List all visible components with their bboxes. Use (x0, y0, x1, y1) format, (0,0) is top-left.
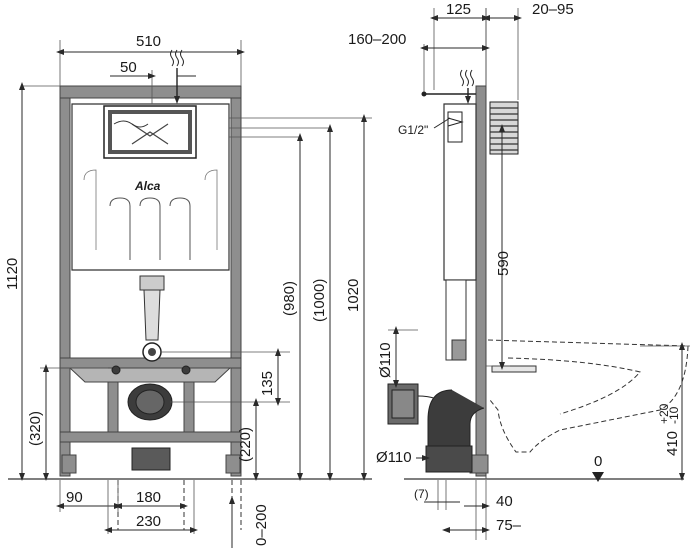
dim-980-label: (980) (281, 281, 298, 316)
side-flush-collar (451, 339, 467, 361)
dim-20-95-label: 20–95 (532, 1, 574, 18)
tank-ribs (109, 197, 191, 260)
drain-elbow-inner (135, 389, 165, 415)
frame-bracket (68, 367, 232, 383)
dim-0-200-label: 0–200 (253, 504, 270, 546)
dim-220-label: (220) (237, 427, 254, 462)
dim-135-label: 135 (259, 371, 276, 396)
side-frame-column (475, 85, 487, 477)
dim-90-label: 90 (66, 489, 83, 506)
flush-pipe-collar (139, 275, 165, 291)
frame-right-leg (230, 85, 242, 477)
tank-side-ribs (83, 169, 218, 250)
frame-left-foot (61, 454, 77, 474)
dim-75-label: 75– (496, 517, 522, 534)
dim-410-tol-plus: +20 (657, 403, 671, 424)
frame-strut-left (107, 381, 119, 433)
dim-230-label: 230 (136, 513, 161, 530)
wall-grille (489, 101, 519, 155)
dim-40-label: 40 (496, 493, 513, 510)
zero-level-label: 0 (594, 453, 602, 470)
dim-180-label: 180 (136, 489, 161, 506)
dim-1000-label: (1000) (311, 279, 328, 322)
bolt-icon (111, 365, 121, 375)
frame-top-bar (59, 85, 242, 99)
dim-160-200-label: 160–200 (348, 31, 406, 48)
dim-410-tol-minus: -10 (667, 406, 681, 424)
pipe-110-bottom-label: Ø110 (376, 449, 412, 466)
side-flush-plate (447, 111, 463, 143)
dim-1020-label: 1020 (345, 279, 362, 312)
frame-left-leg (59, 85, 71, 477)
frame-strut-right (183, 381, 195, 433)
side-water-icon (460, 69, 474, 87)
thread-leader (433, 117, 451, 129)
thread-label: G1/2" (398, 123, 428, 137)
water-wave-icon (113, 120, 149, 128)
flush-pipe (143, 289, 161, 341)
wc-bowl-outline (487, 339, 689, 453)
dim-50-label: 50 (120, 59, 137, 76)
side-view: 125 20–95 160–200 G1/2" 590 Ø110 Ø110 0 … (348, 1, 690, 540)
dim-125-label: 125 (446, 1, 471, 18)
wc-bowl-inner (507, 357, 641, 415)
frame-lower-bar (59, 431, 242, 443)
dim-7-label: (7) (414, 487, 429, 501)
side-plate-arrow-icon (447, 117, 464, 127)
flush-outlet-core (148, 348, 156, 356)
flush-mechanism-icon (131, 123, 169, 145)
zero-level-marker (592, 472, 604, 482)
frame-right-foot (225, 454, 241, 474)
side-frame-foot (469, 454, 489, 474)
dim-590-label: 590 (495, 251, 512, 276)
dim-410-label: 410 (664, 431, 681, 456)
dim-510-label: 510 (136, 33, 161, 50)
pipe-110-top-label: Ø110 (377, 342, 394, 378)
bowl-bolt (491, 365, 537, 373)
dim-320-label: (320) (27, 411, 44, 446)
bolt-icon (181, 365, 191, 375)
inlet-valve (421, 91, 427, 97)
side-drain-pipe (425, 445, 473, 473)
front-view: Alca 510 50 1120 (4, 33, 372, 548)
drain-pipe (131, 447, 171, 471)
side-cistern (443, 103, 477, 281)
drain-socket-inner (391, 389, 415, 419)
dim-1120-label: 1120 (4, 258, 21, 290)
brand-logo: Alca (134, 179, 161, 193)
